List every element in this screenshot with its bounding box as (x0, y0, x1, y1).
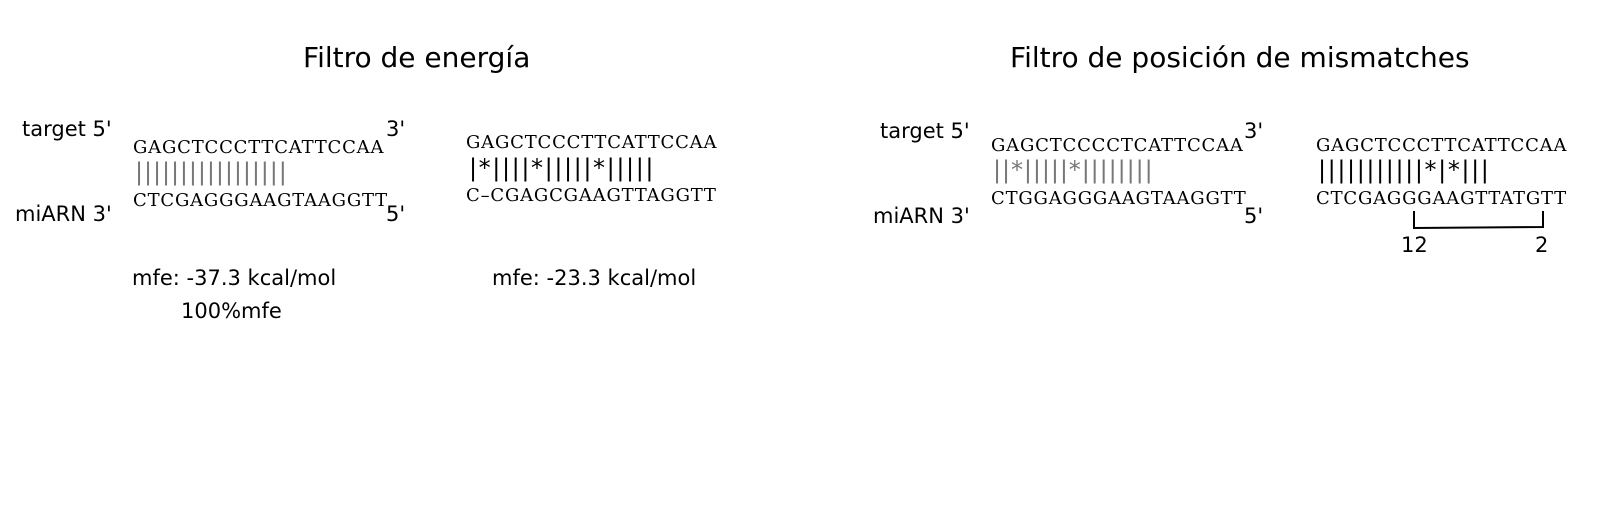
mismatch-mirna-label: miARN 3' (873, 204, 970, 228)
seed-position-end-label: 2 (1535, 233, 1549, 257)
energy-b-target-sequence: GAGCTCCCTTCATTCCAA (466, 132, 718, 153)
energy-target-label: target 5' (22, 117, 112, 141)
mismatch-a-pairing-line: ||*|||||*|||||||| (993, 156, 1154, 184)
mismatch-5prime-end: 5' (1244, 204, 1264, 228)
energy-b-mfe: mfe: -23.3 kcal/mol (492, 266, 697, 290)
energy-a-mfe: mfe: -37.3 kcal/mol (132, 266, 337, 290)
energy-a-mfe-percent: 100%mfe (181, 299, 282, 323)
seed-position-start-label: 12 (1401, 233, 1428, 257)
energy-mirna-label: miARN 3' (15, 202, 112, 226)
energy-a-target-sequence: GAGCTCCCTTCATTCCAA (133, 137, 385, 158)
mismatch-b-pairing-line: |||||||||||*|*||| (1318, 156, 1491, 184)
mismatch-3prime-end: 3' (1244, 119, 1264, 143)
energy-b-pairing-line: |*||||*|||||*||||| (469, 154, 656, 182)
energy-b-mirna-sequence: C–CGAGCGAAGTTAGGTT (466, 185, 717, 206)
energy-filter-title: Filtro de energía (303, 41, 531, 74)
mismatch-a-mirna-sequence: CTGGAGGGAAGTAAGGTT (991, 188, 1247, 209)
mismatch-b-target-sequence: GAGCTCCCTTCATTCCAA (1316, 135, 1568, 156)
energy-a-pairing-line: ||||||||||||||||| (135, 158, 288, 186)
energy-5prime-end: 5' (386, 202, 406, 226)
mismatch-b-mirna-sequence: CTCGAGGGAAGTTATGTT (1316, 188, 1567, 209)
mismatch-filter-title: Filtro de posición de mismatches (1010, 41, 1470, 74)
energy-a-mirna-sequence: CTCGAGGGAAGTAAGGTT (133, 190, 388, 211)
mismatch-a-target-sequence: GAGCTCCCCTCATTCCAA (991, 135, 1244, 156)
energy-3prime-end: 3' (386, 117, 406, 141)
mismatch-target-label: target 5' (880, 119, 970, 143)
